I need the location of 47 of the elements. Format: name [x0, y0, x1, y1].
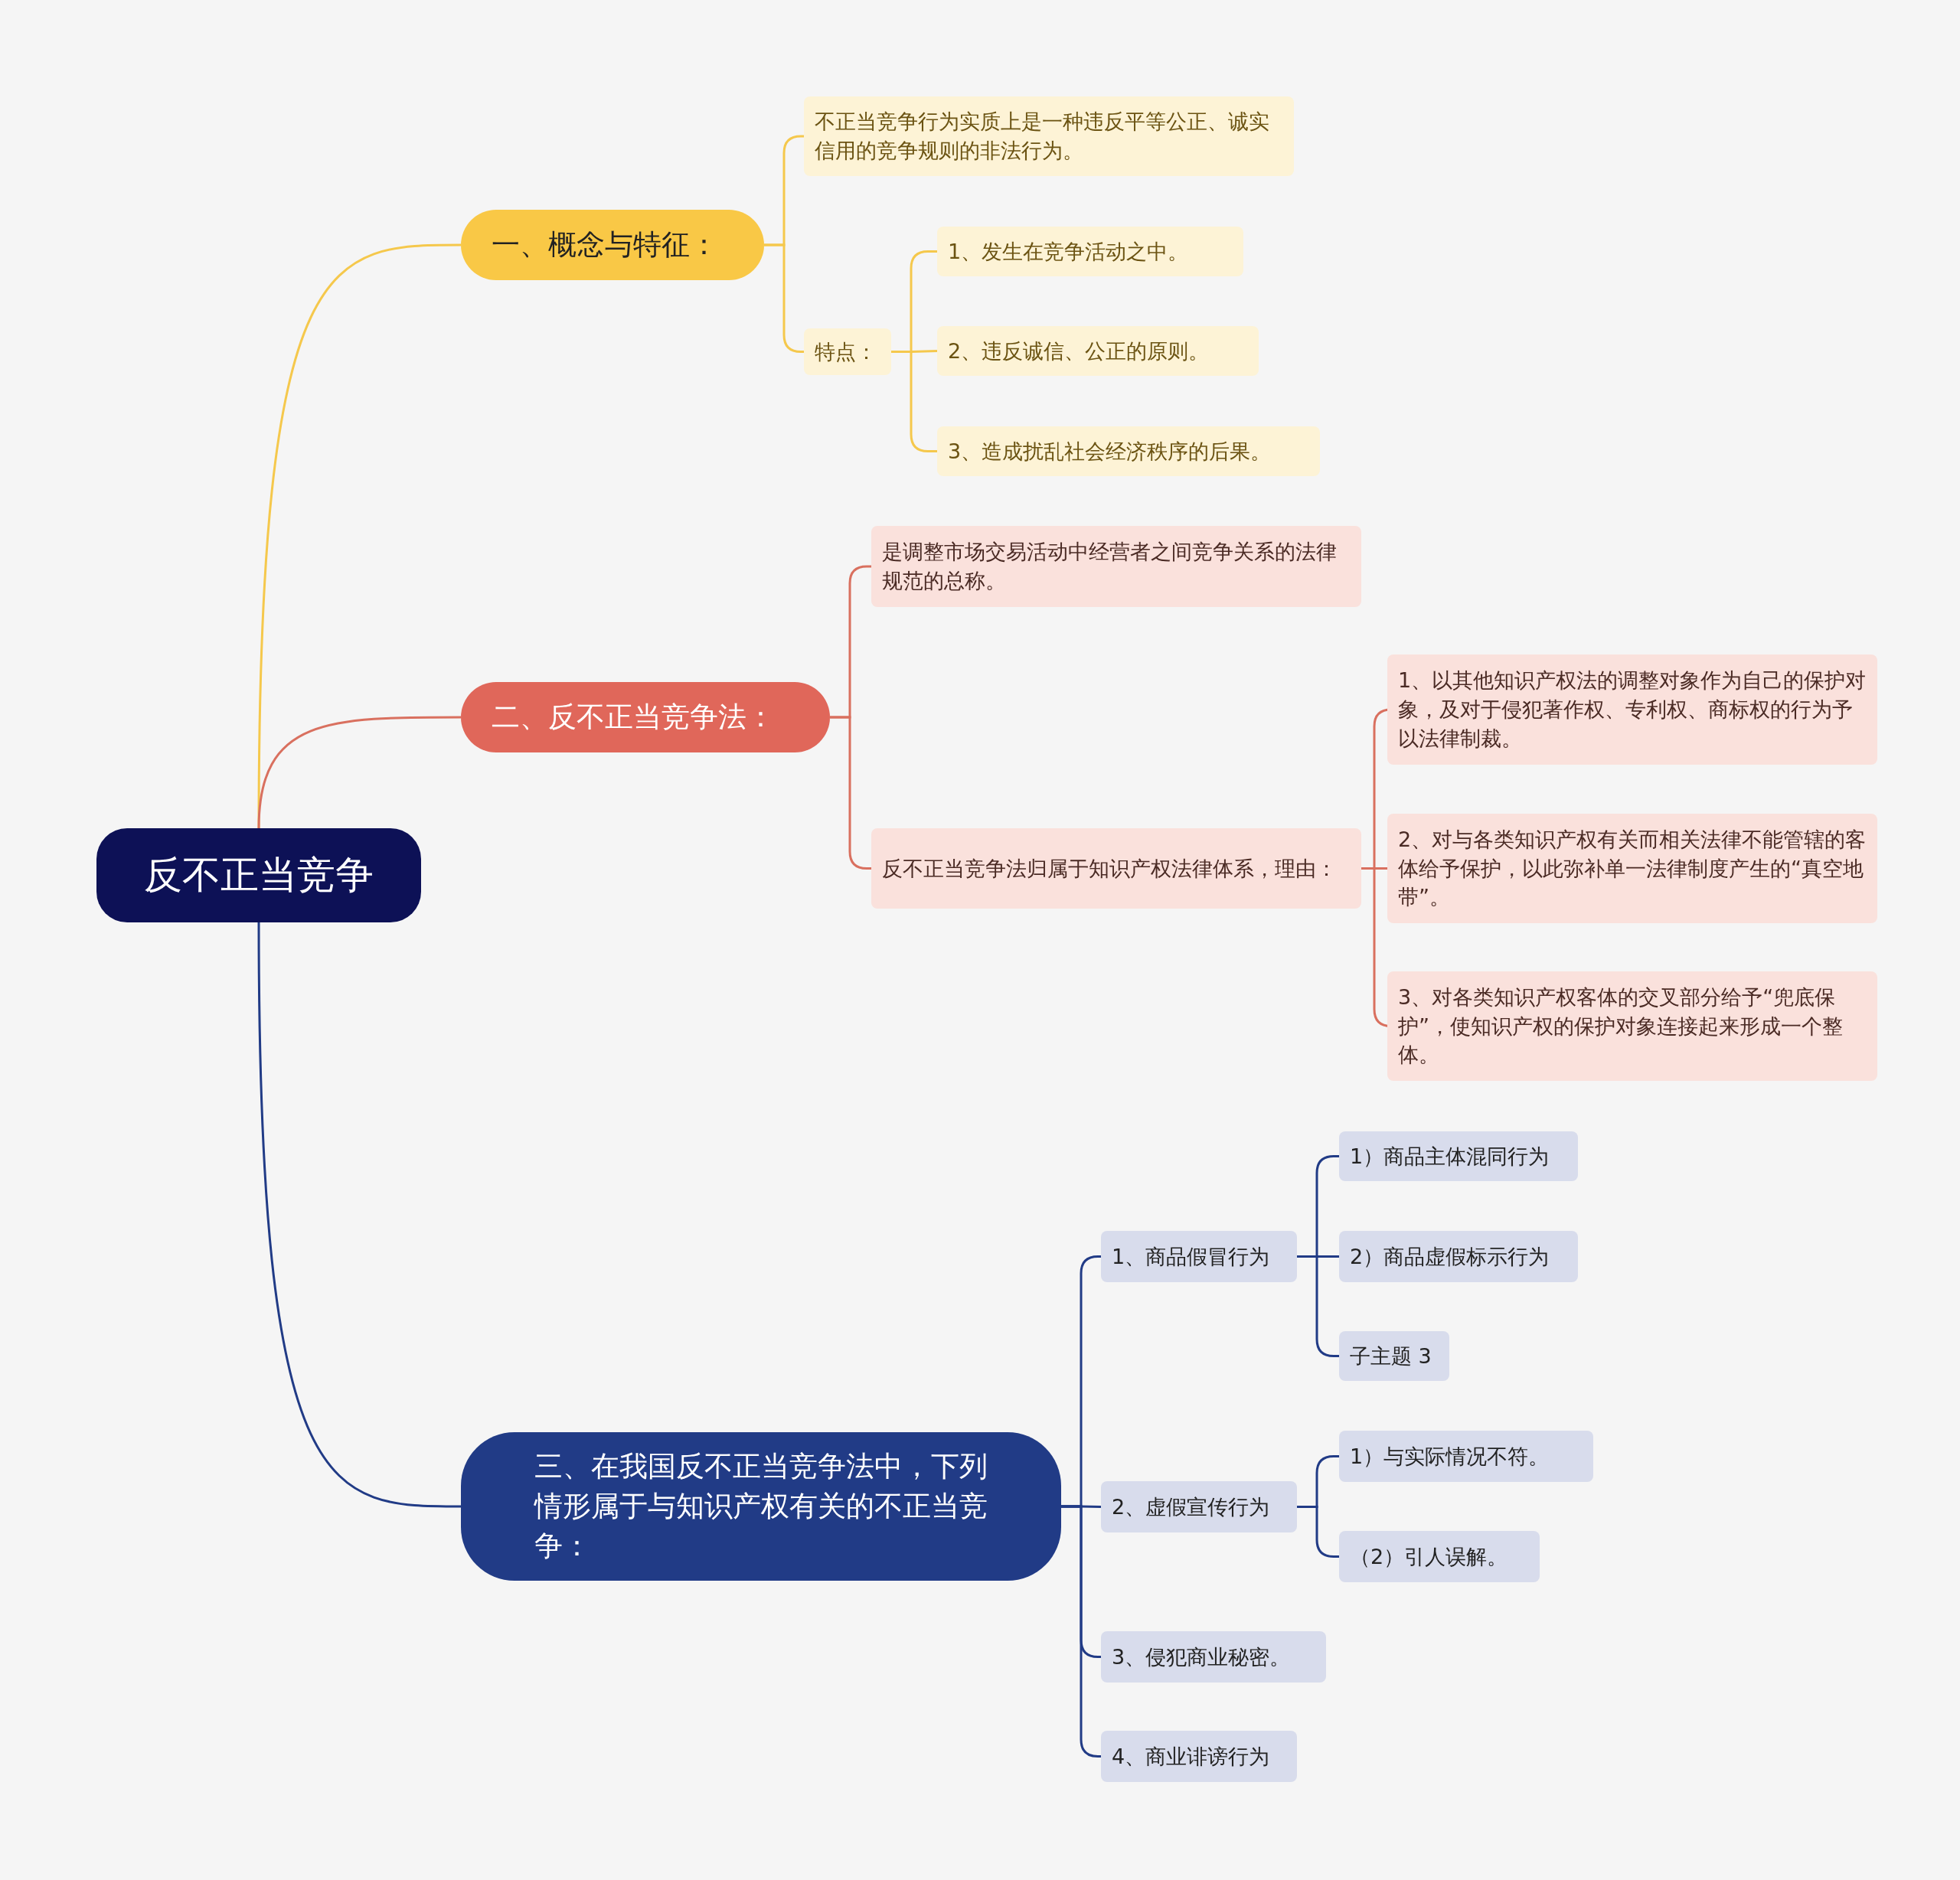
- subtopic: [1387, 971, 1877, 1081]
- subtopic: [1387, 654, 1877, 765]
- topic-text: 三、在我国反不正当竞争法中，下列情形属于与知识产权有关的不正当竞争：: [534, 1449, 988, 1564]
- subtopic: [1339, 1531, 1540, 1582]
- connector-line: [257, 922, 461, 1508]
- topic-text: 不正当竞争行为实质上是一种违反平等公正、诚实信用的竞争规则的非法行为。: [815, 109, 1270, 164]
- subtopic: [1339, 1431, 1593, 1482]
- subtopic: [1101, 1231, 1297, 1282]
- subtopic: [1339, 1331, 1449, 1381]
- topic-text: 一、概念与特征：: [492, 227, 718, 263]
- subtopic: [937, 326, 1259, 376]
- main-topic: [461, 1432, 1061, 1581]
- subtopic: [804, 328, 891, 375]
- topic-text: 1、以其他知识产权法的调整对象作为自己的保护对象，及对于侵犯著作权、专利权、商标权的行为予以法律制裁。: [1398, 667, 1867, 752]
- topic-text: （2）引人误解。: [1350, 1543, 1508, 1570]
- topic-text: 二、反不正当竞争法：: [492, 700, 775, 736]
- topic-text: 反不正当竞争: [144, 852, 374, 899]
- topic-text: 4、商业诽谤行为: [1112, 1743, 1270, 1770]
- topic-text: 特点：: [815, 338, 877, 365]
- subtopic: [1101, 1631, 1326, 1683]
- subtopic: [871, 828, 1361, 909]
- connector-line: [257, 243, 461, 828]
- topic-text: 3、造成扰乱社会经济秩序的后果。: [948, 438, 1272, 465]
- subtopic: [1339, 1131, 1578, 1181]
- topic-text: 1）商品主体混同行为: [1350, 1143, 1550, 1170]
- topic-text: 1）与实际情况不符。: [1350, 1443, 1550, 1470]
- topic-text: 子主题 3: [1350, 1343, 1432, 1369]
- subtopic: [1101, 1731, 1297, 1782]
- topic-text: 2、违反诚信、公正的原则。: [948, 338, 1210, 364]
- topic-text: 3、对各类知识产权客体的交叉部分给予“兜底保护”，使知识产权的保护对象连接起来形成一个整体。: [1398, 984, 1844, 1069]
- topic-text: 反不正当竞争法归属于知识产权法律体系，理由：: [882, 855, 1337, 882]
- subtopic: [1101, 1481, 1297, 1532]
- topic-text: 1、发生在竞争活动之中。: [948, 238, 1189, 265]
- connector-line: [257, 716, 461, 829]
- subtopic: [804, 96, 1294, 176]
- subtopic: [1339, 1231, 1578, 1282]
- topic-text: 3、侵犯商业秘密。: [1112, 1643, 1291, 1670]
- topic-text: 是调整市场交易活动中经营者之间竞争关系的法律规范的总称。: [882, 539, 1338, 594]
- topic-text: 2、虚假宣传行为: [1112, 1493, 1270, 1520]
- subtopic: [937, 426, 1320, 476]
- topic-text: 2）商品虚假标示行为: [1350, 1243, 1550, 1270]
- topic-text: 2、对与各类知识产权有关而相关法律不能管辖的客体给予保护，以此弥补单一法律制度产生的“真空地带”。: [1398, 826, 1867, 911]
- subtopic: [871, 526, 1361, 607]
- subtopic: [1387, 814, 1877, 923]
- topic-text: 1、商品假冒行为: [1112, 1243, 1270, 1270]
- subtopic: [937, 227, 1243, 276]
- root-topic: [96, 828, 421, 922]
